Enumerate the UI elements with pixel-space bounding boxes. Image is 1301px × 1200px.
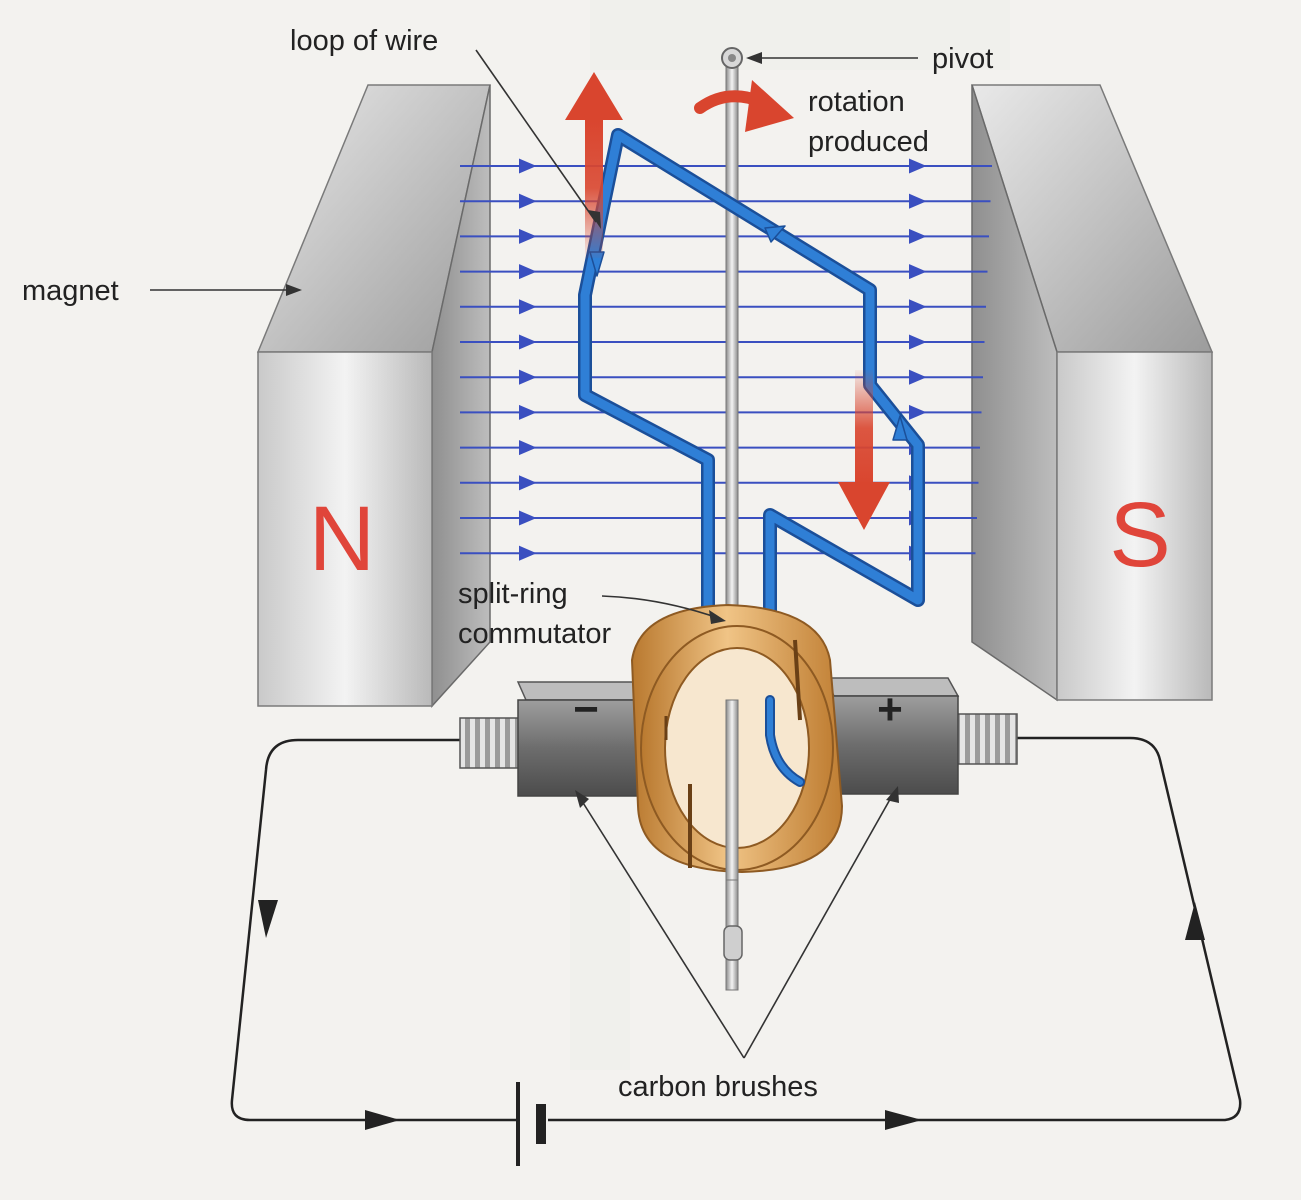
force-arrow-down xyxy=(838,370,890,530)
pivot-label: pivot xyxy=(932,43,993,75)
field-arrow-icon xyxy=(909,369,927,385)
field-arrow-icon xyxy=(519,369,537,385)
magnet-label: magnet xyxy=(22,275,119,307)
circuit-direction-arrows xyxy=(258,900,1205,1130)
field-arrow-icon xyxy=(519,264,537,280)
loop-of-wire-label: loop of wire xyxy=(290,25,438,57)
axle-bearing xyxy=(723,925,743,961)
rotation-label-line1: rotation xyxy=(808,86,905,118)
terminal-screw xyxy=(459,717,523,769)
current-arrow-icon xyxy=(892,415,908,441)
field-arrow-icon xyxy=(909,264,927,280)
field-arrow-icon xyxy=(519,440,537,456)
field-arrow-icon xyxy=(519,404,537,420)
field-arrow-icon xyxy=(909,228,927,244)
north-magnet xyxy=(256,84,491,708)
carbon-brushes-label: carbon brushes xyxy=(618,1071,818,1103)
field-arrow-icon xyxy=(909,334,927,350)
negative-terminal-sign: − xyxy=(573,685,599,734)
field-arrow-icon xyxy=(519,158,537,174)
field-arrow-icon xyxy=(909,193,927,209)
field-arrow-icon xyxy=(909,158,927,174)
south-magnet xyxy=(970,84,1214,702)
field-arrow-icon xyxy=(909,299,927,315)
field-arrow-icon xyxy=(519,510,537,526)
commutator-label-line2: commutator xyxy=(458,618,611,650)
leader-lines xyxy=(150,49,918,1059)
field-arrow-icon xyxy=(519,475,537,491)
north-pole-label: N xyxy=(309,488,375,590)
background-page-text xyxy=(570,0,1010,1070)
current-arrow-icon xyxy=(764,225,786,243)
field-arrow-icon xyxy=(519,228,537,244)
field-arrow-icon xyxy=(519,334,537,350)
positive-brush xyxy=(824,677,1018,795)
field-arrow-icon xyxy=(519,545,537,561)
commutator-label-line1: split-ring xyxy=(458,578,568,610)
rotation-label-line2: produced xyxy=(808,126,929,158)
field-arrow-icon xyxy=(909,404,927,420)
positive-terminal-sign: + xyxy=(877,685,903,734)
south-pole-label: S xyxy=(1109,484,1170,586)
field-arrow-icon xyxy=(519,299,537,315)
field-arrow-icon xyxy=(519,193,537,209)
terminal-screw xyxy=(954,713,1018,765)
split-ring-commutator xyxy=(630,603,844,881)
negative-brush xyxy=(459,681,652,797)
battery-cell-icon xyxy=(516,1082,546,1166)
leader-arrowheads xyxy=(286,52,899,808)
rotation-arrow-icon xyxy=(694,80,794,132)
